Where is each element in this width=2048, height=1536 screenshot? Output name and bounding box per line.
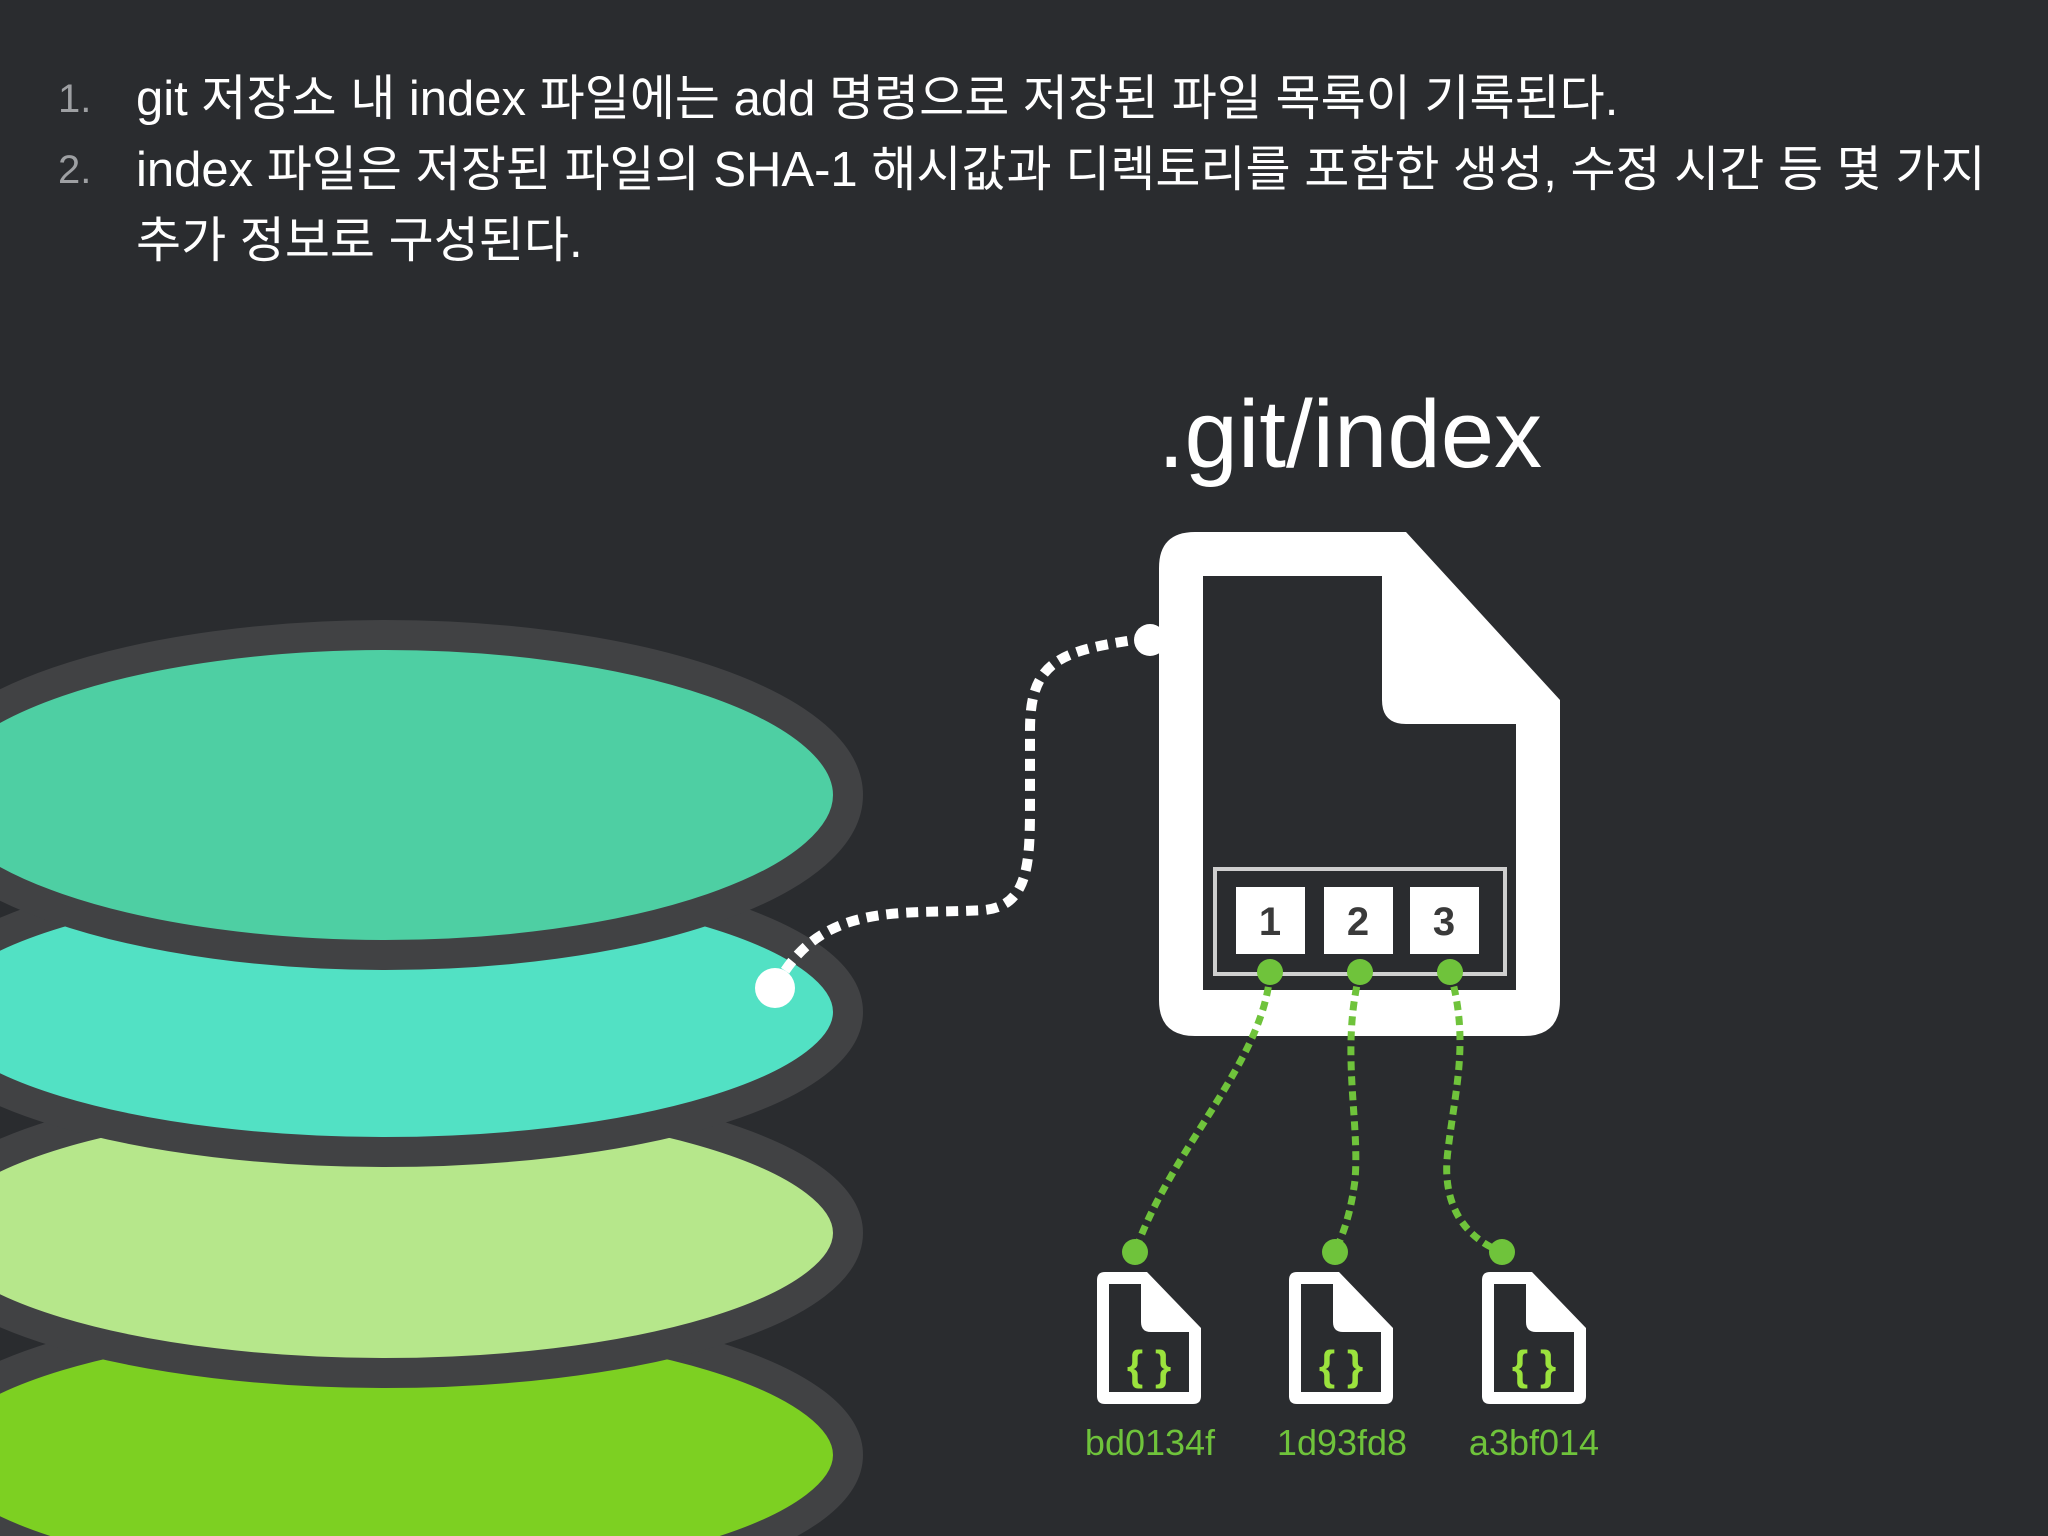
object-hash-label: a3bf014 xyxy=(1469,1422,1599,1463)
list-item: 1. git 저장소 내 index 파일에는 add 명령으로 저장된 파일 … xyxy=(58,64,2018,135)
link-dot xyxy=(1437,959,1463,985)
object-hash-label: bd0134f xyxy=(1085,1422,1216,1463)
index-slot-label: 1 xyxy=(1259,900,1281,944)
database-layer-1 xyxy=(0,620,863,970)
index-slot-label: 3 xyxy=(1433,900,1455,944)
object-file-icon: { } xyxy=(1289,1272,1393,1404)
link-dot xyxy=(1122,1239,1148,1265)
index-file-label: .git/index xyxy=(1157,381,1543,488)
link-dot xyxy=(1489,1239,1515,1265)
list-item-text: git 저장소 내 index 파일에는 add 명령으로 저장된 파일 목록이… xyxy=(136,72,1619,126)
description-list: 1. git 저장소 내 index 파일에는 add 명령으로 저장된 파일 … xyxy=(58,64,2018,277)
index-slot: 1 xyxy=(1236,887,1305,954)
database-stack xyxy=(0,620,863,1536)
slot-1-link xyxy=(1131,971,1274,1254)
code-braces-icon: { } xyxy=(1319,1342,1363,1389)
connector-dot xyxy=(755,968,795,1008)
list-item-number: 2. xyxy=(58,148,92,192)
object-file-icon: { } xyxy=(1482,1272,1586,1404)
link-dot xyxy=(1347,959,1373,985)
connector-dot xyxy=(1134,624,1166,656)
code-braces-icon: { } xyxy=(1127,1342,1171,1389)
link-dot xyxy=(1257,959,1283,985)
index-slot: 2 xyxy=(1324,887,1393,954)
object-file-icon: { } xyxy=(1097,1272,1201,1404)
list-item-number: 1. xyxy=(58,77,92,121)
list-item: 2. index 파일은 저장된 파일의 SHA-1 해시값과 디렉토리를 포함… xyxy=(58,135,2018,277)
code-braces-icon: { } xyxy=(1512,1342,1556,1389)
database-to-index-connector xyxy=(770,633,1149,991)
list-item-text: index 파일은 저장된 파일의 SHA-1 해시값과 디렉토리를 포함한 생… xyxy=(136,143,1986,268)
link-dot xyxy=(1322,1239,1348,1265)
index-slot: 3 xyxy=(1410,887,1479,954)
object-hash-label: 1d93fd8 xyxy=(1277,1422,1407,1463)
index-slot-label: 2 xyxy=(1347,900,1369,944)
slot-object-links xyxy=(1131,971,1504,1256)
slot-2-link xyxy=(1331,971,1364,1254)
